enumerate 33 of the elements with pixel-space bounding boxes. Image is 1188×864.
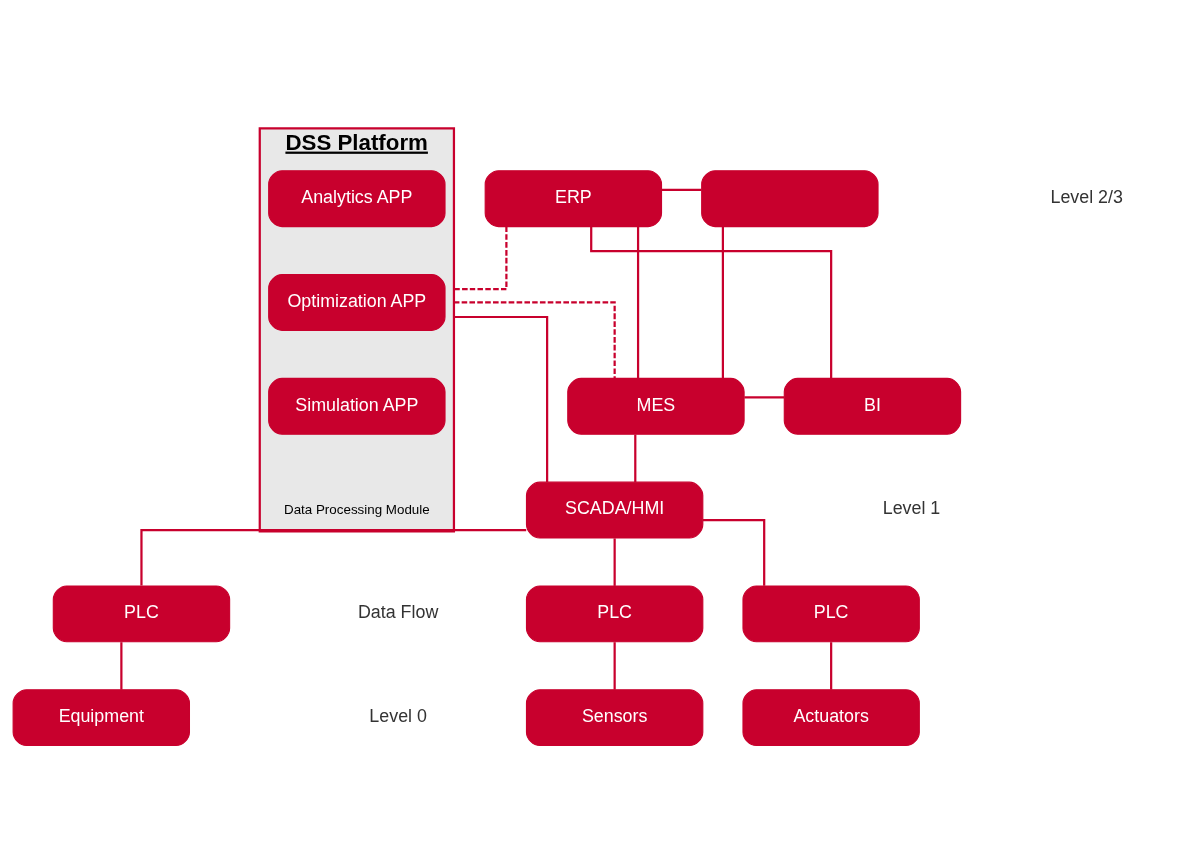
connector (636, 226, 640, 378)
connector (590, 226, 833, 378)
node-box: PLC (52, 584, 231, 642)
node-box: MES (567, 377, 745, 435)
connector (613, 641, 616, 690)
connector (453, 226, 508, 290)
node-box: ERP (484, 169, 663, 227)
node-box (701, 169, 879, 227)
label: Level 2/3 (1050, 186, 1123, 207)
connector (453, 300, 616, 378)
node-box: Optimization APP (268, 273, 446, 331)
node-box: Simulation APP (268, 377, 446, 435)
connector (140, 528, 527, 585)
label: Data Flow (357, 601, 439, 622)
label: Level 1 (882, 497, 941, 518)
connector (830, 641, 833, 690)
connector (634, 434, 637, 482)
node-box: Sensors (525, 688, 704, 746)
node-box: PLC (525, 584, 704, 642)
connector (702, 518, 766, 586)
node-box: PLC (742, 584, 920, 642)
label: Level 0 (369, 705, 427, 726)
node-box: Equipment (12, 688, 190, 746)
node-box: BI (783, 377, 962, 435)
connector (613, 537, 616, 586)
connector (453, 315, 549, 482)
connector (744, 395, 784, 398)
node-box: SCADA/HMI (525, 481, 704, 538)
node-box: Analytics APP (268, 169, 446, 227)
node-box: Actuators (742, 688, 920, 746)
connector (120, 641, 123, 690)
connector (721, 226, 724, 378)
connector (661, 188, 702, 191)
